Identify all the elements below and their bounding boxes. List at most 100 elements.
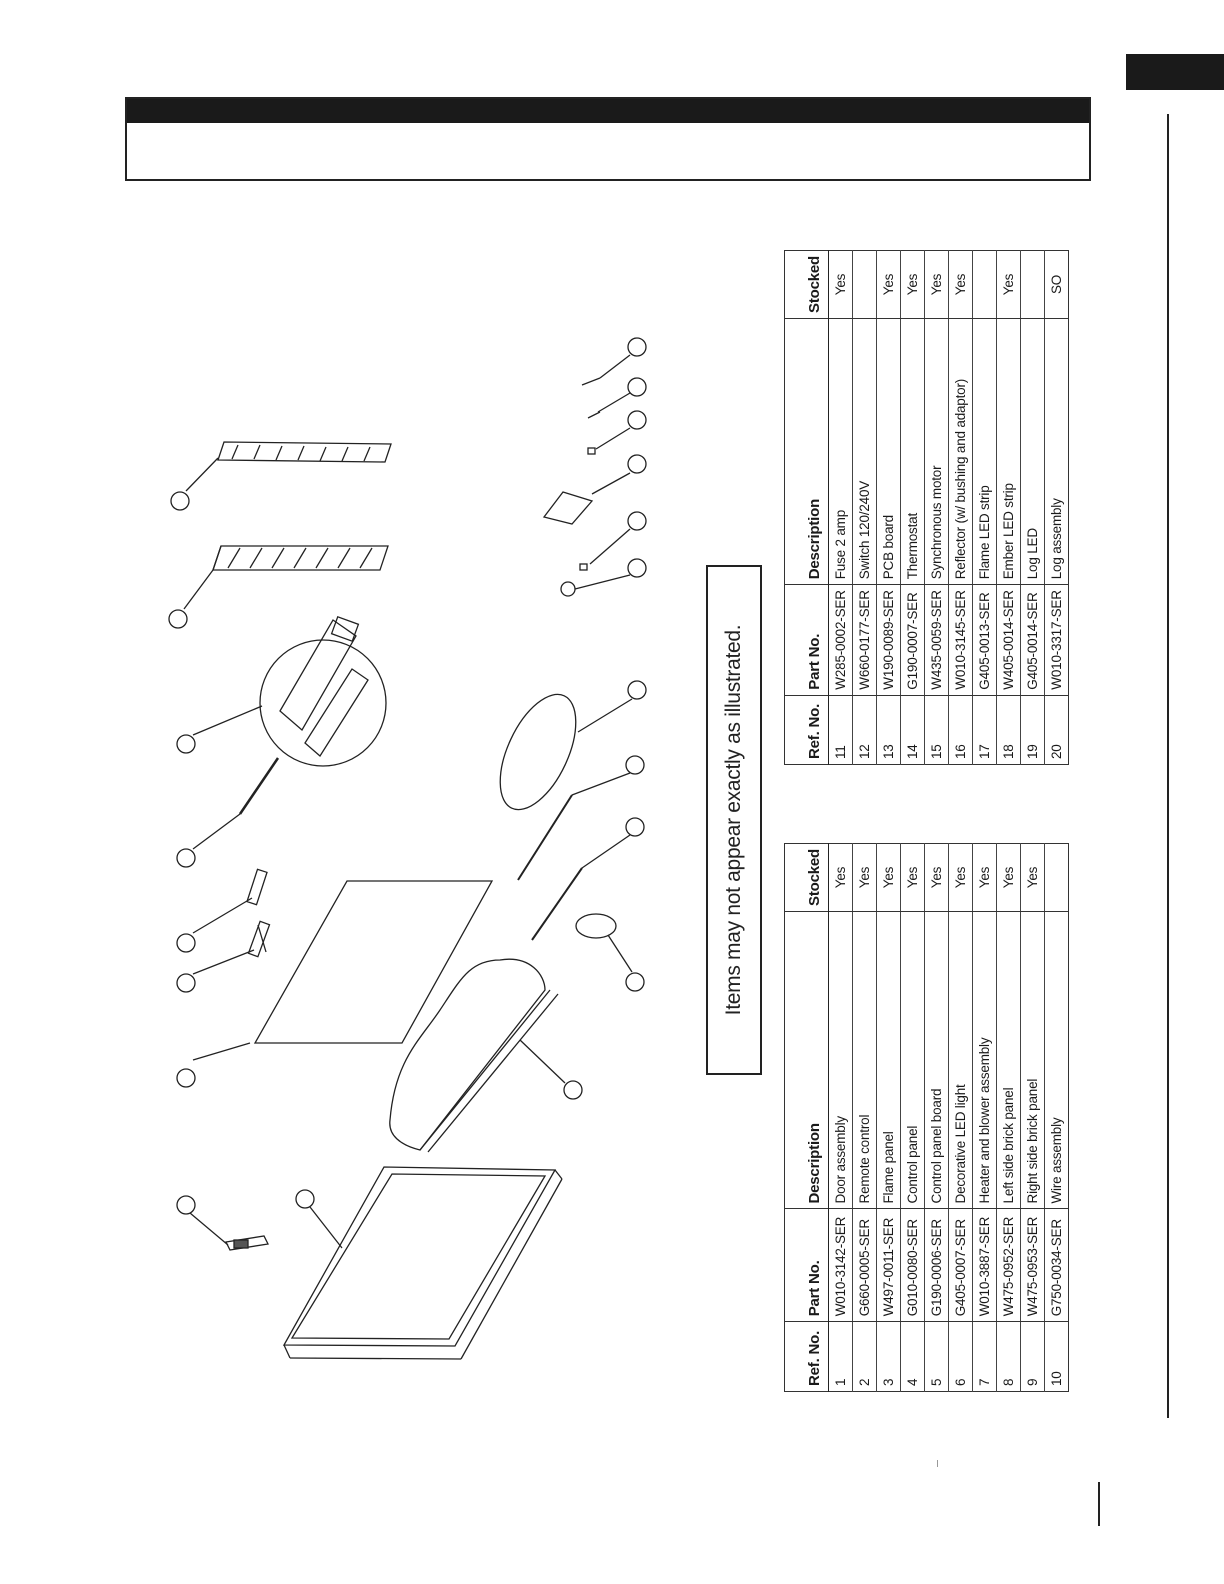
part-cell: W497-0011-SER [876, 1208, 901, 1322]
ref-cell: 4 [900, 1321, 925, 1392]
stocked-cell: Yes [953, 273, 968, 296]
stocked-cell [973, 251, 997, 319]
part-cell: W405-0014-SER [996, 584, 1021, 696]
decorative-led-drawing [238, 757, 280, 815]
ref-cell: 14 [900, 695, 925, 765]
note-box: Items may not appear exactly as illustra… [706, 565, 762, 1075]
stocked-cell: Yes [1001, 866, 1016, 889]
ref-cell: 7 [972, 1321, 997, 1392]
desc-cell: Left side brick panel [996, 911, 1021, 1209]
col-stocked: Stocked [784, 843, 829, 912]
desc-cell: Heater and blower assembly [972, 911, 997, 1209]
desc-cell: Reflector (w/ bushing and adaptor) [948, 318, 973, 585]
ref-cell: 17 [972, 695, 997, 765]
desc-cell: Remote control [852, 911, 877, 1209]
stocked-cell [853, 251, 877, 319]
desc-cell: Right side brick panel [1020, 911, 1045, 1209]
desc-cell: Fuse 2 amp [828, 318, 853, 585]
stocked-cell: Yes [929, 866, 944, 889]
desc-cell: Door assembly [828, 911, 853, 1209]
part-cell: G405-0007-SER [948, 1208, 973, 1322]
ref-cell: 6 [948, 1321, 973, 1392]
stocked-cell: Yes [881, 866, 896, 889]
desc-cell: Synchronous motor [924, 318, 949, 585]
ref-cell: 20 [1044, 695, 1069, 765]
stocked-cell [1045, 844, 1069, 912]
desc-cell: Decorative LED light [948, 911, 973, 1209]
thermostat-drawing [579, 563, 588, 571]
ref-cell: 11 [828, 695, 853, 765]
ref-cell: 13 [876, 695, 901, 765]
part-cell: W010-3142-SER [828, 1208, 853, 1322]
part-cell: W435-0059-SER [924, 584, 949, 696]
heater-detail-drawing [259, 615, 387, 767]
log-assembly-drawing [389, 958, 559, 1153]
side-rule [1167, 114, 1169, 1418]
header-bar [127, 99, 1089, 123]
part-cell: W285-0002-SER [828, 584, 853, 696]
control-board-drawing [246, 868, 268, 906]
desc-cell: Wire assembly [1044, 911, 1069, 1209]
door-assembly-drawing [282, 1166, 563, 1360]
desc-cell: Control panel board [924, 911, 949, 1209]
stocked-cell [1021, 251, 1045, 319]
part-cell: W475-0953-SER [1020, 1208, 1045, 1322]
part-cell: G660-0005-SER [852, 1208, 877, 1322]
stocked-cell: Yes [1001, 273, 1016, 296]
part-cell: G190-0006-SER [924, 1208, 949, 1322]
desc-cell: Switch 120/240V [852, 318, 877, 585]
desc-cell: Flame LED strip [972, 318, 997, 585]
desc-cell: Ember LED strip [996, 318, 1021, 585]
stocked-cell: Yes [833, 273, 848, 296]
part-cell: W010-3317-SER [1044, 584, 1069, 696]
part-cell: G190-0007-SER [900, 584, 925, 696]
part-cell: W190-0089-SER [876, 584, 901, 696]
stocked-cell: Yes [977, 866, 992, 889]
remote-control-drawing [225, 1235, 269, 1251]
ref-cell: 16 [948, 695, 973, 765]
ref-cell: 9 [1020, 1321, 1045, 1392]
switch-drawing [587, 447, 596, 455]
stocked-cell: Yes [833, 866, 848, 889]
pcb-drawing [542, 491, 594, 525]
part-cell: G405-0013-SER [972, 584, 997, 696]
flame-strip-drawing [517, 794, 573, 881]
footer-tick [1098, 1482, 1100, 1526]
ref-cell: 3 [876, 1321, 901, 1392]
col-part: Part No. [784, 1208, 829, 1322]
section-tab [1126, 54, 1224, 90]
col-stocked: Stocked [784, 250, 829, 319]
stocked-cell: SO [1049, 274, 1064, 295]
part-cell: G750-0034-SER [1044, 1208, 1069, 1322]
stocked-cell: Yes [905, 866, 920, 889]
part-cell: W010-3145-SER [948, 584, 973, 696]
ref-cell: 18 [996, 695, 1021, 765]
ref-cell: 8 [996, 1321, 1021, 1392]
stocked-cell: Yes [953, 866, 968, 889]
stocked-cell: Yes [857, 866, 872, 889]
desc-cell: Log LED [1020, 318, 1045, 585]
stocked-cell: Yes [1025, 866, 1040, 889]
control-panel-drawing [247, 920, 271, 958]
desc-cell: Log assembly [1044, 318, 1069, 585]
part-cell: W660-0177-SER [852, 584, 877, 696]
part-cell: W475-0952-SER [996, 1208, 1021, 1322]
col-desc: Description [784, 318, 829, 585]
stocked-cell: Yes [881, 273, 896, 296]
ref-cell: 1 [828, 1321, 853, 1392]
callout-circles [168, 337, 647, 1249]
